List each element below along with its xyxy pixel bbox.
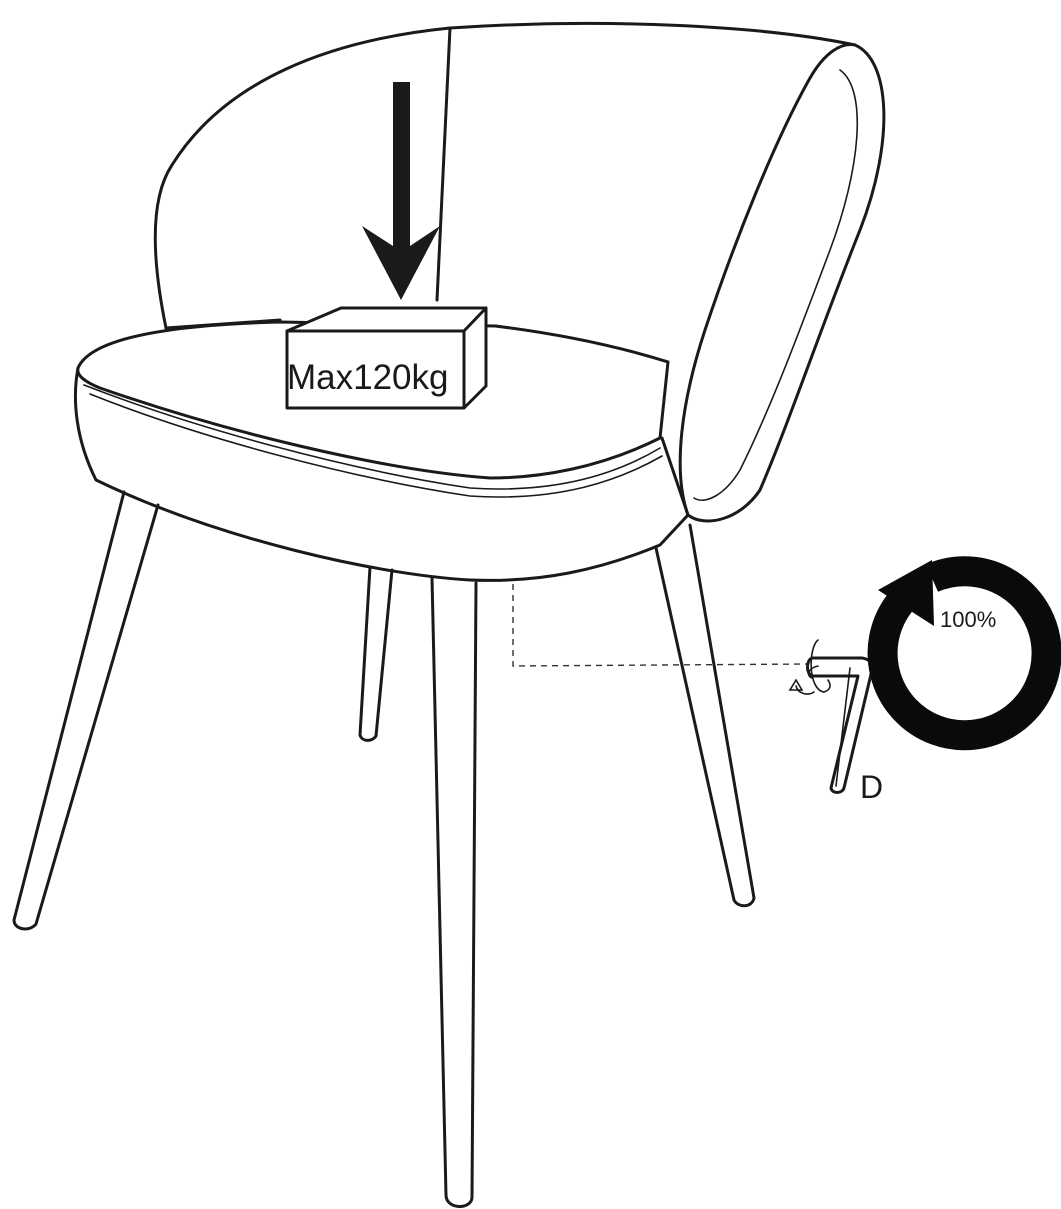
tool-label: D	[860, 769, 883, 805]
torque-label: 100%	[940, 607, 996, 632]
down-arrow-icon	[362, 82, 440, 300]
chair-legs	[12, 490, 756, 1208]
leader-line	[512, 584, 811, 667]
load-box: Max120kg	[285, 306, 488, 410]
chair-armrest	[678, 42, 886, 523]
load-label: Max120kg	[287, 358, 448, 397]
tighten-rotation-icon: 100%	[867, 556, 1061, 751]
